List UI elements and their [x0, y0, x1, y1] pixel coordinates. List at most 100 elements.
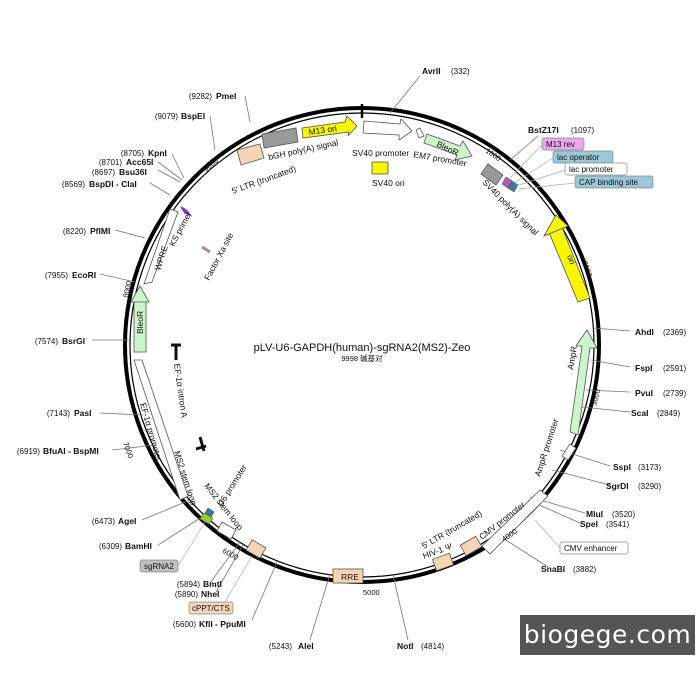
site-pos: (9282): [189, 92, 212, 101]
site-pos: (7574): [35, 337, 58, 346]
restriction-sites: AvrII (332) BstZ17I (1097) AhdI (2369) F…: [17, 66, 687, 651]
feature-bgh-polya: [261, 127, 299, 149]
feature-ms2-blue: [204, 507, 215, 518]
feature-ef1a-intron: [171, 343, 207, 452]
site-pos: (3520): [612, 510, 635, 519]
site-name: BspDI - ClaI: [89, 179, 137, 189]
watermark: biogege.com: [520, 615, 695, 655]
site-pos: (2739): [663, 389, 686, 398]
badge-cmv-enhancer: CMV enhancer: [564, 544, 618, 553]
site-name: BsrGI: [62, 336, 85, 346]
badge-lac-promoter: lac promoter: [569, 165, 614, 174]
site-pos: (1097): [571, 126, 594, 135]
feature-label: 5' LTR (truncated): [230, 163, 297, 196]
plasmid-length: 9998 碱基对: [341, 353, 383, 363]
site-name: SnaBI: [541, 564, 565, 574]
feature-label: AmpR: [565, 345, 579, 370]
site-pos: (2369): [663, 328, 686, 337]
site-pos: (6919): [17, 447, 40, 456]
tick-5000: 5000: [363, 588, 380, 597]
feature-bleor-left-head: [130, 285, 150, 303]
tick-7000: 7000: [121, 441, 135, 460]
site-name: PmeI: [216, 91, 236, 101]
site-pos: (3173): [638, 463, 661, 472]
tick-2000: 2000: [580, 260, 594, 279]
site-pos: (8705): [121, 149, 144, 158]
badge-cppt-box: [188, 601, 234, 615]
site-pos: (5243): [269, 642, 292, 651]
feature-label: SV40 ori: [372, 178, 405, 188]
site-pos: (3541): [606, 520, 629, 529]
site-name: SgrDI: [606, 481, 629, 491]
feature-cppt: [245, 539, 267, 559]
site-pos: (5600): [173, 620, 196, 629]
site-pos: (8569): [62, 180, 85, 189]
feature-sv40-polya: [480, 163, 504, 186]
tick-8000: 8000: [121, 280, 133, 298]
site-name: PvuI: [635, 388, 653, 398]
feature-hiv1-psi: [431, 552, 455, 572]
site-pos: (8220): [63, 227, 86, 236]
site-name: AleI: [298, 641, 314, 651]
feature-label: WPRE: [152, 244, 169, 272]
feature-rre: [332, 568, 364, 584]
site-name: KflI - PpuMI: [199, 619, 246, 629]
feature-wpre: [143, 208, 179, 285]
badges: M13 rev lac operator lac promoter CAP bi…: [139, 137, 654, 615]
badge-cap-binding: CAP binding site: [579, 178, 639, 187]
site-name: Acc65I: [126, 157, 153, 167]
feature-ori-head: [543, 214, 569, 237]
site-pos: (332): [451, 67, 470, 76]
site-pos: (2849): [657, 409, 680, 418]
site-pos: (3882): [573, 565, 596, 574]
badge-cppt: cPPT/CTS: [192, 604, 230, 613]
feature-bleor-top: [423, 133, 473, 161]
site-name: SspI: [613, 462, 631, 472]
feature-sv40-promoter: [362, 118, 413, 141]
site-name: Bsu36I: [119, 167, 147, 177]
tick-labels: 1000 2000 3000 4000 5000 6000 7000 8000 …: [121, 146, 602, 597]
site-pos: (8697): [92, 168, 115, 177]
site-name: AgeI: [118, 516, 136, 526]
feature-factor-xa: [201, 245, 211, 254]
site-name: PasI: [74, 408, 92, 418]
feature-ampr: [569, 329, 598, 436]
feature-ef1a-promoter: [133, 359, 189, 501]
site-name: KpnI: [148, 148, 167, 158]
feature-sv40-ori: [371, 161, 389, 175]
site-name: BstZ17I: [528, 125, 559, 135]
site-pos: (5894): [177, 580, 200, 589]
feature-m13-ori: [301, 115, 358, 139]
feature-cmv-promoter: [481, 489, 549, 555]
site-pos: (9079): [155, 112, 178, 121]
feature-label: EF-1α intron A: [172, 363, 190, 419]
feature-label: Factor Xa site: [202, 231, 236, 282]
badge-lac-promoter-box: [564, 162, 628, 176]
site-name: BspEI: [181, 111, 205, 121]
feature-lac-mark: [507, 180, 519, 193]
site-pos: (4814): [421, 642, 444, 651]
badge-m13-rev: M13 rev: [546, 140, 575, 149]
feature-ks-primer: [180, 206, 193, 217]
feature-5ltr-top: [236, 143, 265, 166]
badge-sgrna2: sgRNA2: [144, 562, 174, 571]
plasmid-title: pLV-U6-GAPDH(human)-sgRNA2(MS2)-Zeo: [254, 342, 471, 354]
tick-1000: 1000: [484, 146, 503, 163]
feature-label: M13 ori: [308, 123, 338, 137]
site-pos: (7143): [47, 409, 70, 418]
site-name: BfuAI - BspMI: [43, 446, 99, 456]
site-name: AvrII: [422, 66, 441, 76]
feature-5ltr-bottom: [459, 535, 483, 557]
feature-ampr-promoter: [561, 443, 577, 461]
site-pos: (5890): [175, 590, 198, 599]
badge-cap-binding-box: [574, 175, 654, 189]
site-pos: (2591): [663, 364, 686, 373]
site-pos: (6309): [99, 542, 122, 551]
site-pos: (8701): [99, 158, 122, 167]
badge-lac-operator: lac operator: [557, 153, 600, 162]
site-name: MluI: [586, 509, 603, 519]
feature-u6-promoter: [216, 521, 237, 540]
site-name: FspI: [635, 363, 652, 373]
site-name: SpeI: [580, 519, 598, 529]
